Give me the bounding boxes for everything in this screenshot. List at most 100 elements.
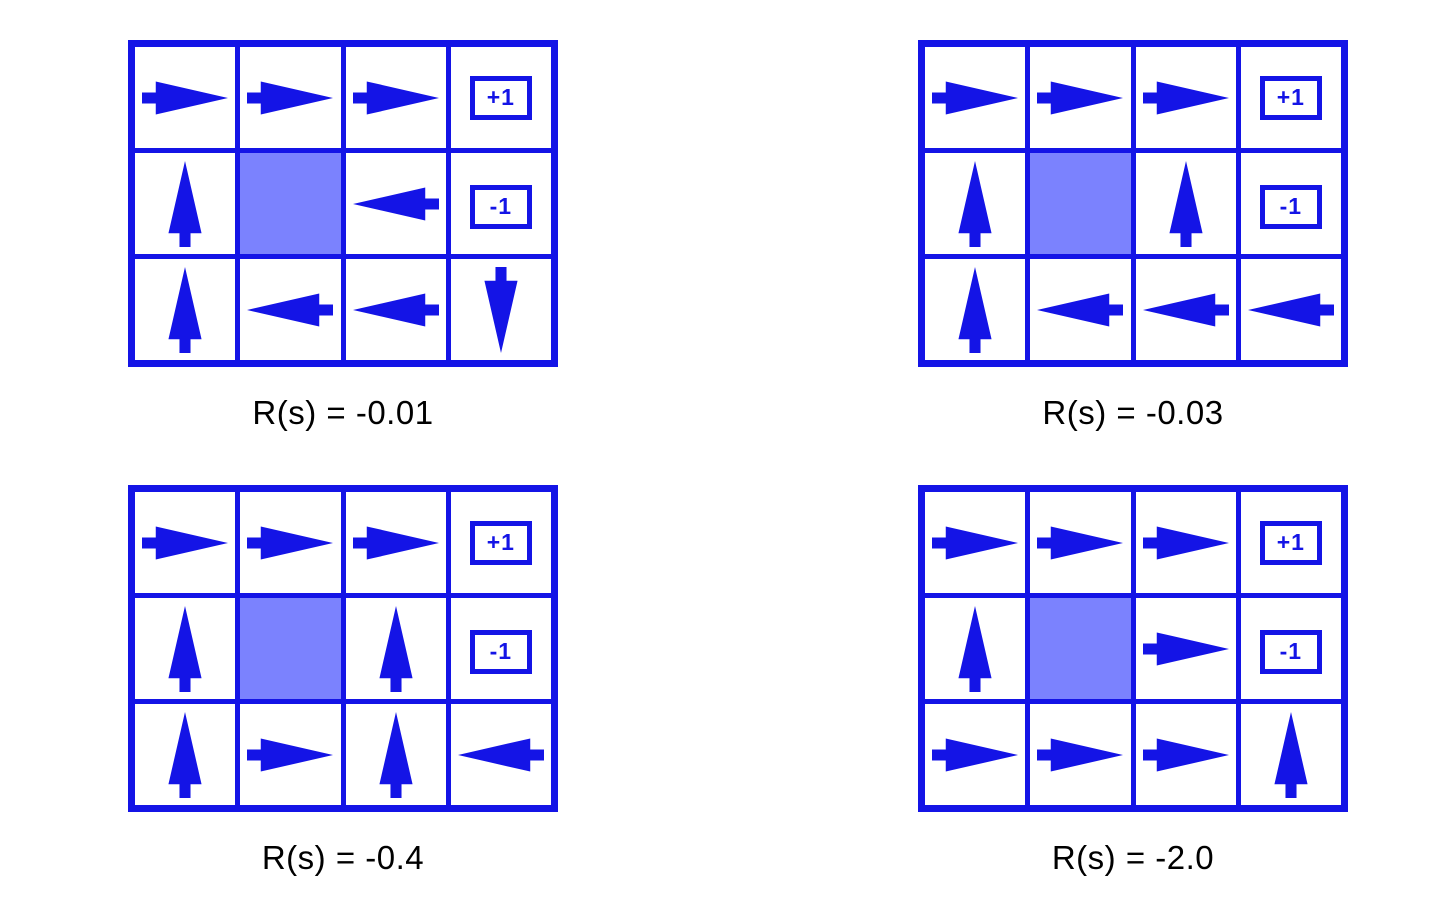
wall-cell <box>240 153 341 254</box>
terminal-reward-badge: -1 <box>1259 629 1322 674</box>
gridworld-grid: +1 -1 <box>918 485 1348 812</box>
policy-cell-up[interactable] <box>345 704 446 805</box>
arrow-right-icon <box>1037 75 1124 121</box>
policy-cell-right[interactable] <box>240 704 341 805</box>
arrow-right-icon <box>1142 732 1229 778</box>
policy-cell-right[interactable] <box>1135 492 1236 593</box>
wall-cell <box>1030 598 1131 699</box>
arrow-right-icon <box>247 732 334 778</box>
wall-cell <box>1030 153 1131 254</box>
arrow-left-icon <box>457 732 544 778</box>
arrow-right-icon <box>932 520 1019 566</box>
policy-cell-right[interactable] <box>345 47 446 148</box>
terminal-cell[interactable]: -1 <box>1240 153 1341 254</box>
policy-cell-left[interactable] <box>240 259 341 360</box>
policy-cell-left[interactable] <box>345 153 446 254</box>
arrow-right-icon <box>932 732 1019 778</box>
policy-cell-right[interactable] <box>925 47 1026 148</box>
panel-caption: R(s) = -0.01 <box>252 394 434 431</box>
arrow-right-icon <box>247 75 334 121</box>
policy-cell-right[interactable] <box>1030 47 1131 148</box>
terminal-reward-badge: -1 <box>1259 184 1322 229</box>
terminal-reward-badge: +1 <box>1259 520 1322 565</box>
arrow-up-icon <box>373 605 419 692</box>
policy-cell-left[interactable] <box>1030 259 1131 360</box>
policy-cell-left[interactable] <box>1135 259 1236 360</box>
terminal-cell[interactable]: -1 <box>450 598 551 699</box>
arrow-right-icon <box>142 75 229 121</box>
wall-cell <box>240 598 341 699</box>
arrow-left-icon <box>1142 287 1229 333</box>
policy-cell-right[interactable] <box>1135 704 1236 805</box>
policy-cell-left[interactable] <box>450 704 551 805</box>
arrow-up-icon <box>162 605 208 692</box>
arrow-left-icon <box>352 287 439 333</box>
panel-caption: R(s) = -2.0 <box>1051 839 1215 876</box>
policy-cell-up[interactable] <box>135 704 236 805</box>
policy-cell-up[interactable] <box>925 598 1026 699</box>
arrow-up-icon <box>1163 160 1209 247</box>
arrow-left-icon <box>1037 287 1124 333</box>
arrow-up-icon <box>952 605 998 692</box>
policy-cell-right[interactable] <box>1030 704 1131 805</box>
arrow-left-icon <box>1247 287 1334 333</box>
arrow-right-icon <box>247 520 334 566</box>
terminal-reward-badge: -1 <box>469 629 532 674</box>
policy-cell-right[interactable] <box>135 492 236 593</box>
panel-caption: R(s) = -0.03 <box>1042 394 1224 431</box>
terminal-cell[interactable]: -1 <box>450 153 551 254</box>
policy-cell-up[interactable] <box>1240 704 1341 805</box>
panel-caption: R(s) = -0.4 <box>261 839 425 876</box>
policy-cell-left[interactable] <box>1240 259 1341 360</box>
arrow-right-icon <box>1142 75 1229 121</box>
terminal-cell[interactable]: +1 <box>450 492 551 593</box>
arrow-up-icon <box>162 711 208 798</box>
policy-cell-right[interactable] <box>240 47 341 148</box>
arrow-right-icon <box>1142 520 1229 566</box>
policy-cell-right[interactable] <box>1030 492 1131 593</box>
arrow-left-icon <box>352 181 439 227</box>
gridworld-grid: +1 -1 <box>128 485 558 812</box>
arrow-right-icon <box>352 75 439 121</box>
gridworld-grid: +1 -1 <box>128 40 558 367</box>
arrow-right-icon <box>352 520 439 566</box>
policy-cell-up[interactable] <box>135 598 236 699</box>
policy-cell-right[interactable] <box>135 47 236 148</box>
terminal-reward-badge: -1 <box>469 184 532 229</box>
arrow-left-icon <box>247 287 334 333</box>
arrow-right-icon <box>1037 520 1124 566</box>
arrow-right-icon <box>932 75 1019 121</box>
terminal-reward-badge: +1 <box>1259 75 1322 120</box>
policy-cell-up[interactable] <box>345 598 446 699</box>
arrow-up-icon <box>162 266 208 353</box>
policy-cell-up[interactable] <box>925 153 1026 254</box>
policy-cell-right[interactable] <box>240 492 341 593</box>
arrow-up-icon <box>1268 711 1314 798</box>
terminal-cell[interactable]: +1 <box>1240 47 1341 148</box>
policy-cell-right[interactable] <box>1135 47 1236 148</box>
arrow-right-icon <box>1142 626 1229 672</box>
policy-cell-right[interactable] <box>925 704 1026 805</box>
terminal-cell[interactable]: -1 <box>1240 598 1341 699</box>
policy-cell-up[interactable] <box>1135 153 1236 254</box>
arrow-right-icon <box>1037 732 1124 778</box>
policy-cell-down[interactable] <box>450 259 551 360</box>
arrow-up-icon <box>162 160 208 247</box>
policy-cell-right[interactable] <box>1135 598 1236 699</box>
policy-cell-up[interactable] <box>925 259 1026 360</box>
terminal-cell[interactable]: +1 <box>450 47 551 148</box>
gridworld-grid: +1 -1 <box>918 40 1348 367</box>
policy-cell-right[interactable] <box>345 492 446 593</box>
policy-cell-left[interactable] <box>345 259 446 360</box>
arrow-up-icon <box>952 160 998 247</box>
policy-cell-right[interactable] <box>925 492 1026 593</box>
policy-cell-up[interactable] <box>135 153 236 254</box>
terminal-cell[interactable]: +1 <box>1240 492 1341 593</box>
arrow-down-icon <box>478 266 524 353</box>
policy-cell-up[interactable] <box>135 259 236 360</box>
